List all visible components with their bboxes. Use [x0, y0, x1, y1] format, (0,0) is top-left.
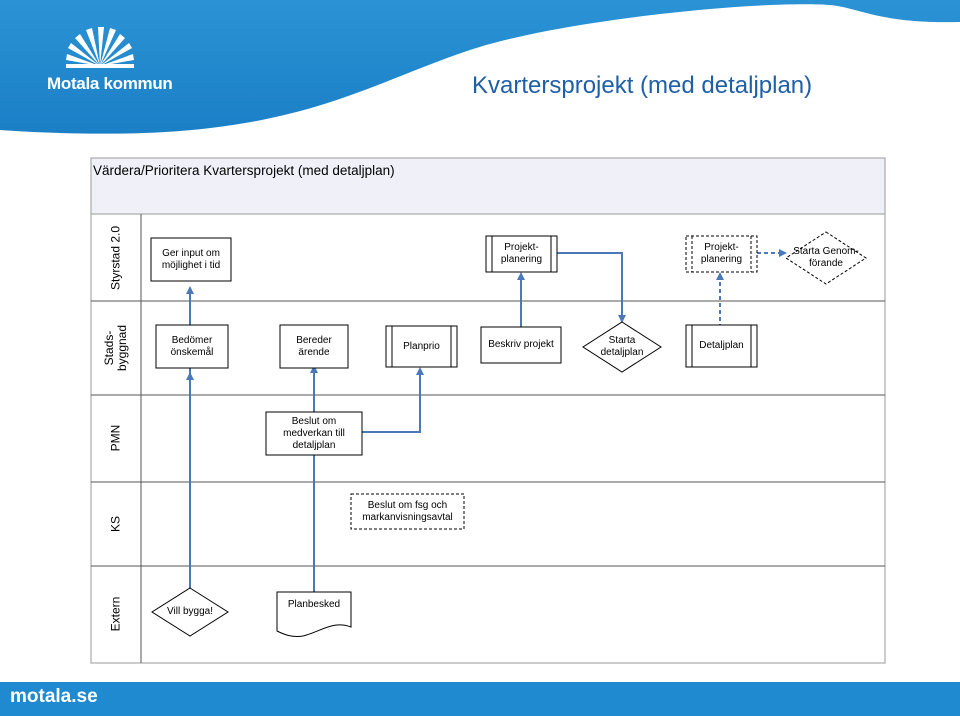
- page-title: Kvartersprojekt (med detaljplan): [472, 72, 813, 99]
- node-detaljplan-label: Detaljplan: [699, 340, 744, 351]
- logo-text: Motala kommun: [47, 74, 173, 93]
- node-planbesked-label: Planbesked: [287, 599, 341, 610]
- node-projektplanering-2: [685, 235, 758, 273]
- node-beskriv-projekt: [480, 326, 562, 364]
- node-planprio: [385, 325, 458, 368]
- lane-label-extern: Extern: [108, 596, 123, 632]
- node-bedomer: [155, 324, 229, 369]
- arrow-projektplanering-to-starta-detaljplan: [557, 252, 626, 323]
- node-ger-input: [150, 237, 232, 282]
- footer-site-link[interactable]: motala.se: [10, 686, 98, 707]
- diagram-title: Värdera/Prioritera Kvartersprojekt (med …: [93, 163, 395, 178]
- arrow-beslut-to-planprio: [362, 367, 424, 433]
- lane-label-pmn: PMN: [108, 424, 123, 452]
- node-planprio-label: Planprio: [403, 340, 440, 352]
- node-planbesked: [276, 591, 352, 637]
- node-starta-detaljplan: [582, 321, 662, 373]
- node-bereder: [279, 324, 349, 369]
- node-starta-genomforande: [785, 231, 867, 285]
- node-beslut-fsg: [350, 493, 465, 530]
- node-beskriv-projekt-label: Beskriv projekt: [488, 339, 554, 350]
- lane-label-styrstad: Styrstad 2.0: [108, 225, 123, 291]
- lane-label-stadsbyggnad: Stads-byggnad: [102, 324, 129, 372]
- node-projektplanering-2-label: Projekt-planering: [700, 242, 743, 265]
- node-beslut-medverkan: [265, 411, 363, 456]
- header-background: [0, 0, 960, 134]
- node-projektplanering-1-label: Projekt-planering: [500, 242, 543, 265]
- node-vill-bygga-label: Vill bygga!: [167, 606, 213, 617]
- motala-logo-icon: [66, 27, 134, 68]
- diagram-frame: [90, 157, 886, 664]
- page-header: Motala kommun Kvartersprojekt (med detal…: [0, 0, 960, 140]
- diagram-title-bar: [90, 157, 886, 215]
- lane-label-ks: KS: [108, 515, 123, 533]
- page-footer: motala.se: [0, 682, 960, 716]
- node-projektplanering-1: [485, 235, 558, 273]
- node-starta-genomforande-label: Starta Genom-förande: [793, 246, 859, 269]
- node-detaljplan: [685, 324, 758, 368]
- node-vill-bygga: [151, 587, 229, 637]
